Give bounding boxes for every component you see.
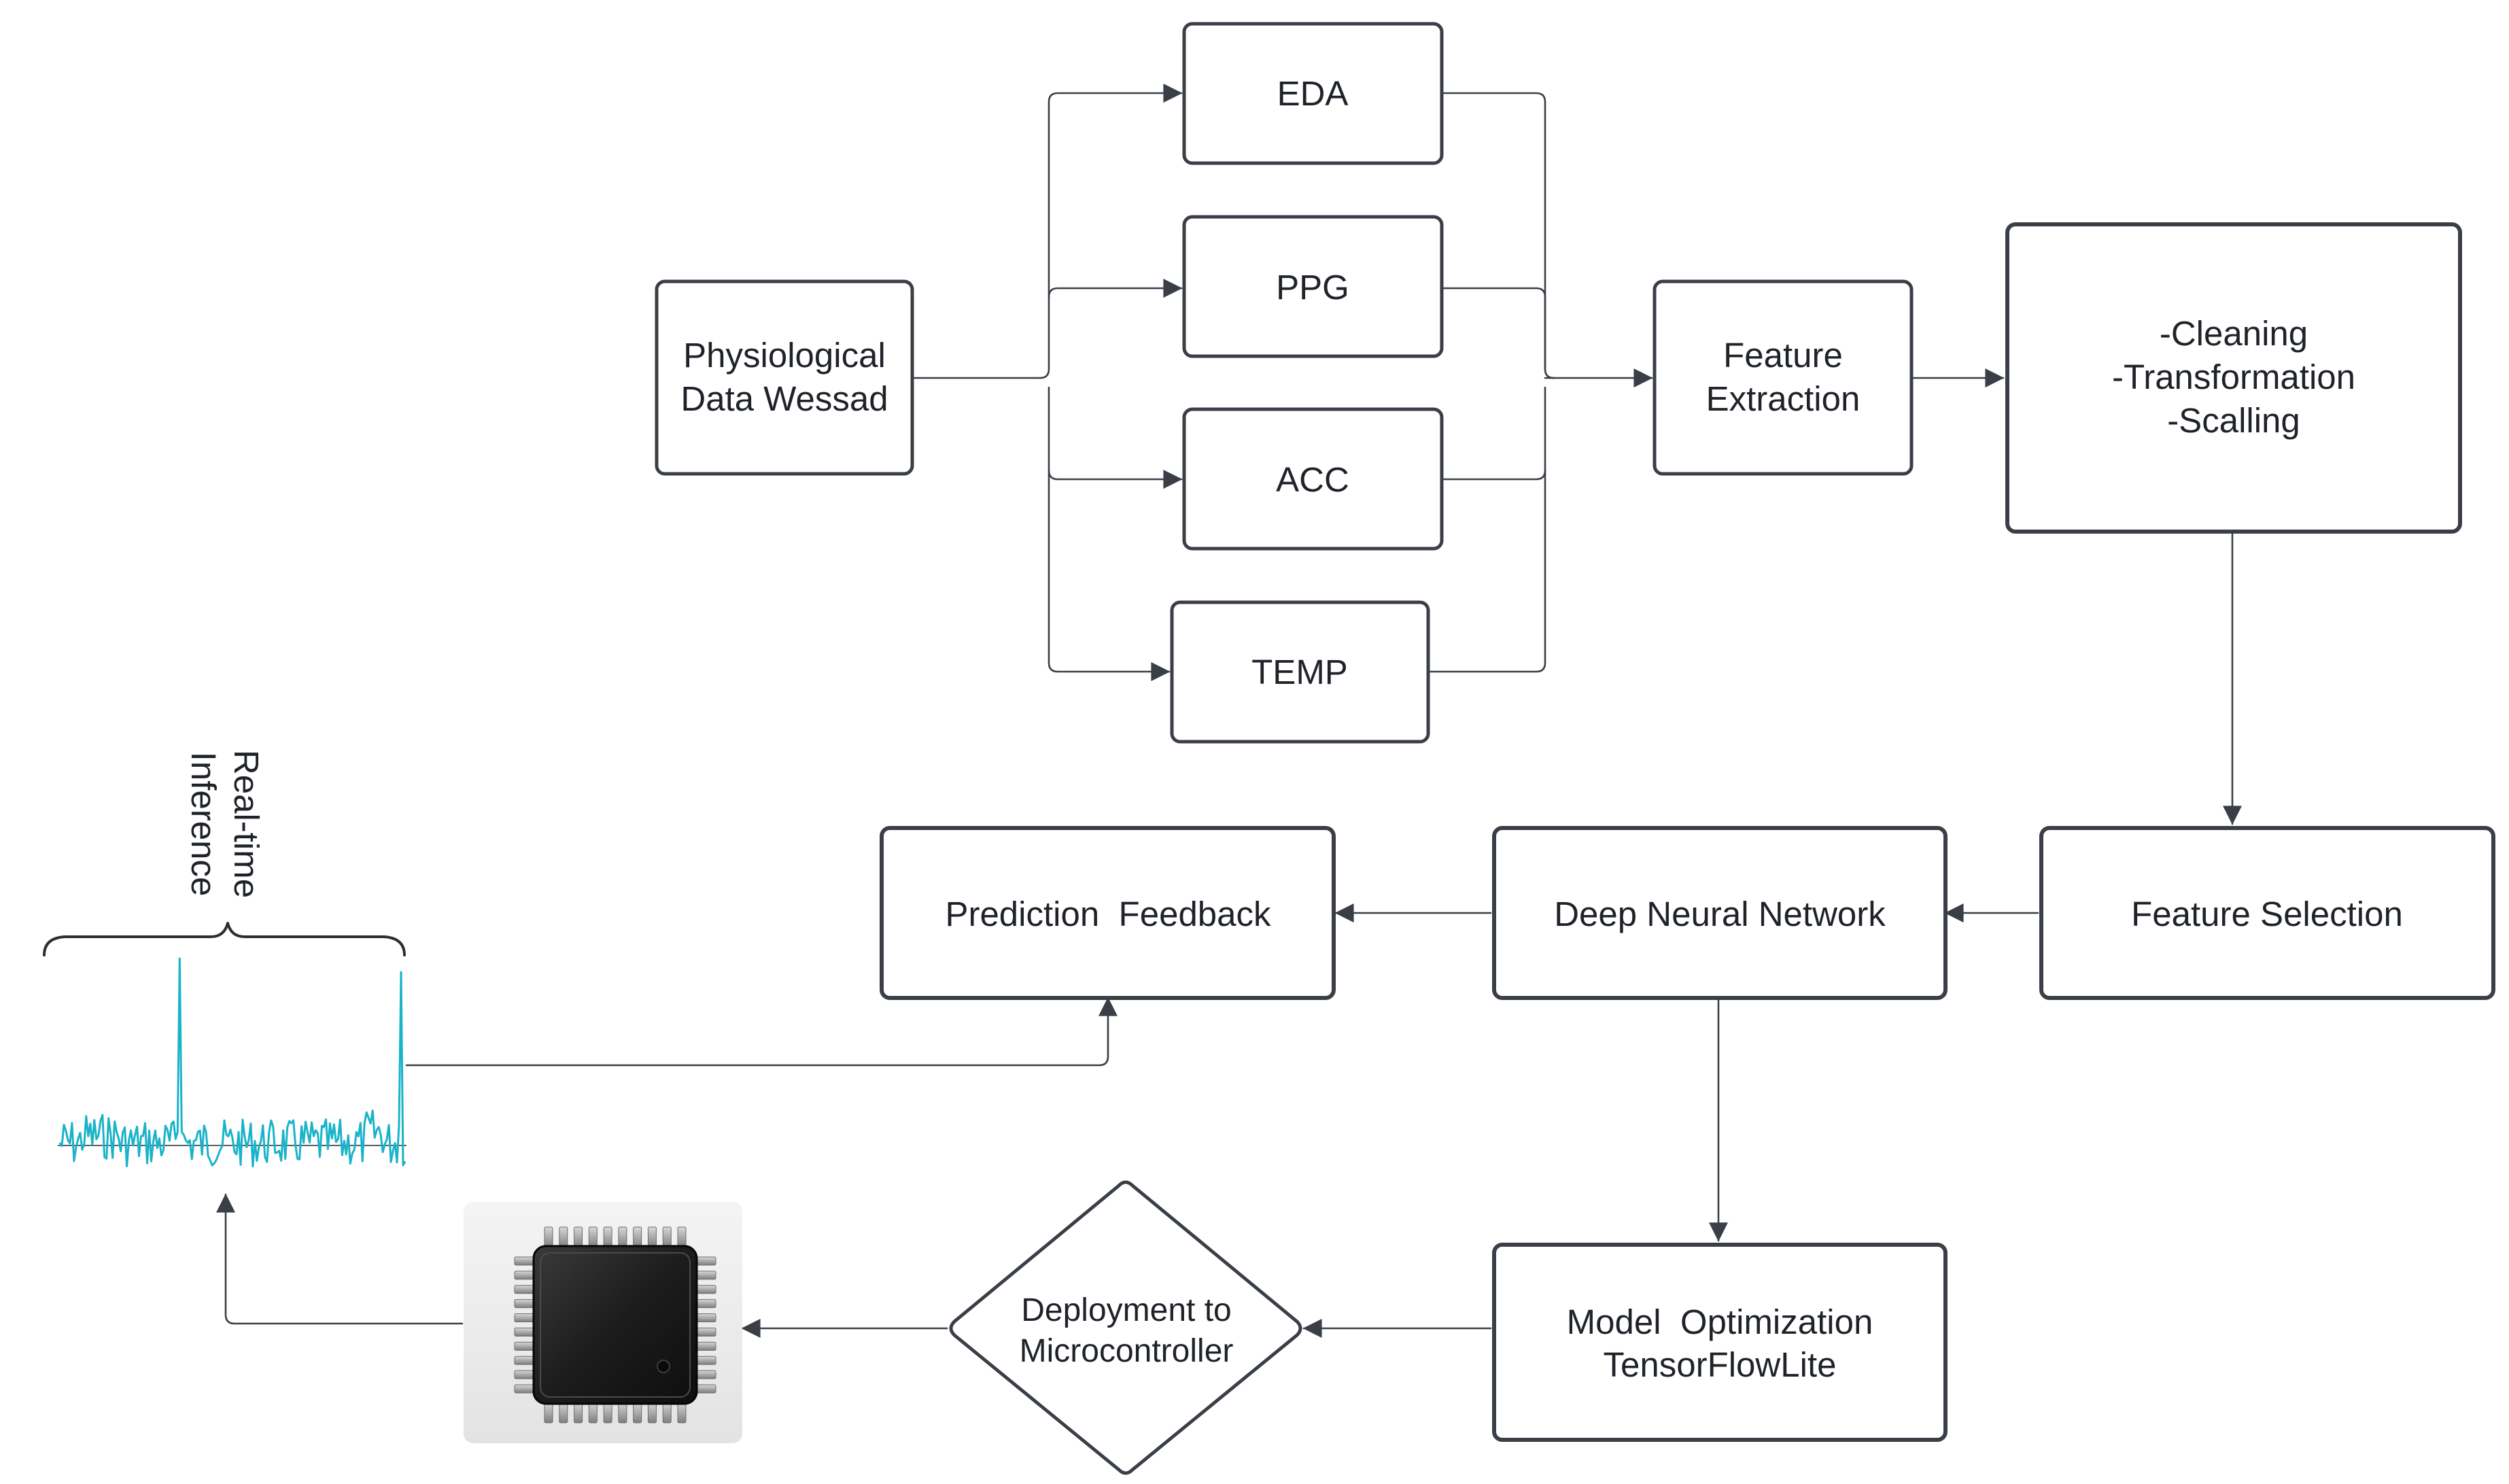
arrow-chip-to-waveform [216,1193,464,1325]
signal-node-acc: ACC [1182,407,1444,551]
preprocessing-line2: -Transformation [2112,358,2355,396]
deployment-line1: Deployment to [1021,1292,1232,1328]
feature-extraction-line1: Feature [1723,336,1843,375]
dnn-node: Deep Neural Network [1492,826,1948,1000]
feature-selection-node: Feature Selection [2039,826,2495,1000]
optimization-line1: Model Optimization [1567,1302,1873,1341]
deployment-line2: Microcontroller [1020,1333,1234,1369]
prediction-feedback-node: Prediction Feedback [880,826,1336,1000]
signal-waveform-icon [58,957,406,1168]
preprocessing-line1: -Cleaning [2160,314,2308,353]
signal-label-ppg: PPG [1276,268,1349,307]
fanout-connectors [911,84,1183,681]
dnn-label: Deep Neural Network [1554,895,1886,933]
microcontroller-chip-icon [464,1202,742,1443]
signal-label-eda: EDA [1277,74,1349,113]
feature-extraction-line2: Extraction [1706,379,1861,418]
inference-line2: Inference [184,752,223,897]
model-optimization-node: Model Optimization TensorFlowLite [1492,1243,1948,1442]
preprocessing-node: -Cleaning -Transformation -Scalling [2005,222,2462,534]
preprocessing-line3: -Scalling [2167,401,2300,440]
feature-extraction-node: Feature Extraction [1653,279,1914,476]
optimization-line2: TensorFlowLite [1604,1345,1837,1384]
merge-connectors [1427,92,1653,673]
signal-node-temp: TEMP [1170,600,1430,744]
source-label-line2: Data Wessad [680,379,888,418]
arrow-waveform-to-prediction [405,997,1118,1067]
feature-selection-label: Feature Selection [2131,895,2403,933]
deployment-decision-node: Deployment to Microcontroller [949,1180,1302,1475]
signal-label-temp: TEMP [1251,653,1348,691]
inference-brace [43,922,406,956]
signal-label-acc: ACC [1276,460,1349,499]
inference-line1: Real-time [227,750,266,898]
source-label-line1: Physiological [683,336,886,375]
signal-node-ppg: PPG [1182,215,1444,358]
real-time-inference-group: Real-time Inference [43,750,406,1168]
source-node: Physiological Data Wessad [655,279,914,476]
signal-node-eda: EDA [1182,22,1444,165]
prediction-label: Prediction Feedback [945,895,1271,933]
